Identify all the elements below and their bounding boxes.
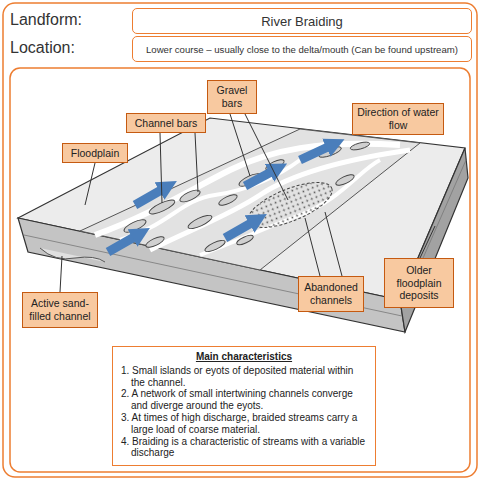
characteristics-box: Main characteristics 1. Small islands or … [112, 346, 376, 466]
field-row: Landform: River Braiding [8, 8, 472, 34]
channel-bar [144, 235, 165, 250]
callout-box: Direction of water flow [352, 103, 444, 135]
list-item: 1. Small islands or eyots of deposited m… [121, 365, 367, 389]
sand-filled-channel [40, 248, 105, 262]
outer-frame [3, 3, 477, 477]
leader-line [325, 212, 342, 276]
leader-line [420, 226, 435, 258]
callout-label: Direction of water flow [356, 106, 440, 131]
callout-box: Floodplain [62, 143, 128, 163]
leader-line [85, 163, 95, 205]
flow-arrow [135, 189, 163, 205]
callout-label: Floodplain [71, 147, 119, 160]
list-item: 4. Braiding is a characteristic of strea… [121, 436, 367, 460]
list-item: 2. A network of small intertwining chann… [121, 388, 367, 412]
field-label: Landform: [10, 11, 82, 29]
braided-channel [200, 160, 380, 255]
leader-line [245, 114, 288, 200]
channel-bar [187, 213, 214, 231]
flow-arrow [108, 236, 136, 252]
list-item: 3. At times of high discharge, braided s… [121, 412, 367, 436]
flow-arrow [225, 222, 253, 238]
field-box: River Braiding [132, 8, 472, 34]
channel-bar [350, 141, 371, 152]
callout-label: Older floodplain deposits [388, 264, 450, 302]
strata-line [420, 160, 466, 265]
callout-box: Active sand-filled channel [22, 292, 98, 328]
flow-arrow [300, 146, 330, 160]
leader-line [195, 133, 198, 192]
field-label: Location: [10, 39, 75, 57]
callout-box: Gravel bars [207, 80, 257, 114]
channel-bar [122, 217, 147, 234]
leader-line [230, 114, 250, 176]
callout-label: Active sand-filled channel [26, 297, 94, 322]
callout-label: Abandoned channels [302, 281, 360, 306]
channel-bar [204, 238, 227, 254]
callout-box: Older floodplain deposits [384, 258, 454, 308]
illustration-frame [10, 68, 470, 472]
leader-line [60, 256, 62, 292]
field-value: Lower course – usually close to the delt… [146, 44, 458, 55]
field-row: Location: Lower course – usually close to… [8, 36, 472, 62]
channel-belt [80, 129, 420, 270]
box-heading: Main characteristics [121, 351, 367, 363]
channel-bar [334, 173, 355, 188]
field-value: River Braiding [261, 14, 343, 29]
callout-box: Abandoned channels [298, 276, 364, 312]
field-box: Lower course – usually close to the delt… [132, 36, 472, 62]
callout-label: Gravel bars [211, 84, 253, 109]
channel-bar [217, 193, 238, 208]
leader-line [160, 133, 162, 203]
callout-label: Channel bars [135, 117, 197, 130]
leader-line [305, 218, 320, 276]
callout-box: Channel bars [126, 113, 206, 133]
